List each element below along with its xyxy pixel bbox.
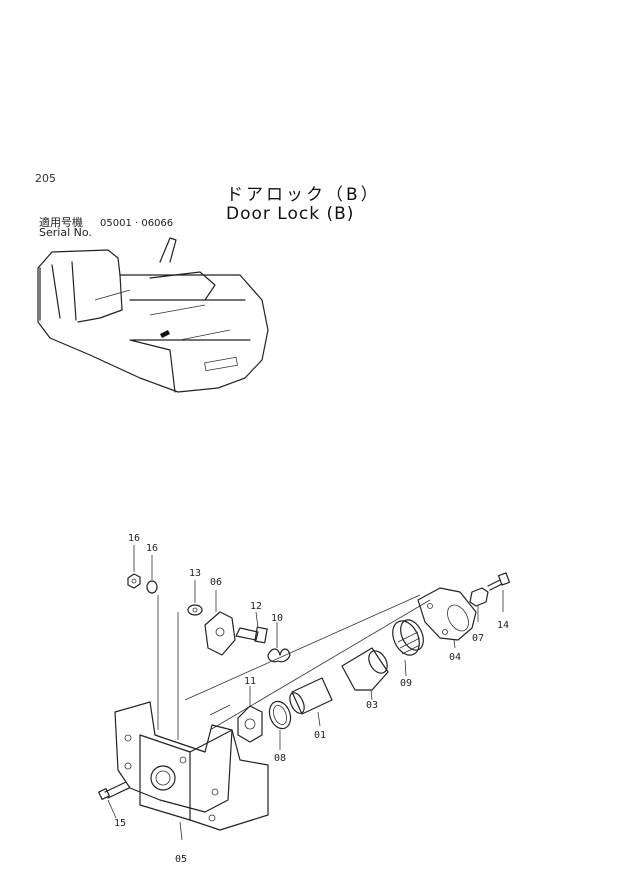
part-12-bolt: [235, 611, 268, 644]
callout-04: 04: [449, 652, 461, 663]
serial-label-english: Serial No.: [39, 226, 92, 239]
page-number: 205: [35, 172, 56, 185]
callout-08: 08: [274, 753, 286, 764]
serial-label-japanese: 適用号機: [39, 216, 83, 229]
callout-16-washer: 16: [146, 543, 158, 554]
part-09-spring-cap: [392, 619, 424, 677]
part-04-cover: [417, 587, 477, 649]
callout-06: 06: [210, 577, 222, 588]
part-08-o-ring: [268, 700, 292, 750]
part-05-bracket: [114, 701, 269, 841]
callout-15: 15: [114, 818, 126, 829]
part-01-cylinder: [289, 677, 333, 727]
assembly-lines: [157, 594, 431, 740]
callout-11: 11: [244, 676, 256, 687]
callout-16-nut: 16: [128, 533, 140, 544]
serial-range: 05001 · 06066: [100, 218, 174, 229]
callout-09: 09: [400, 678, 412, 689]
callout-12: 12: [250, 601, 262, 612]
part-15-bolt: [98, 781, 130, 819]
part-14-screw: [487, 572, 511, 612]
excavator-body-outline: [37, 237, 269, 393]
title-english: Door Lock (B): [226, 204, 355, 224]
callout-labels: 01 03 04 05 06 07 08 09 10 11 12 13 14 1…: [114, 533, 509, 865]
part-10-spring: [267, 622, 291, 663]
part-16-nut-washer: [127, 545, 158, 594]
part-06-latch-plate: [204, 590, 236, 656]
title-japanese: ドアロック（B）: [226, 185, 381, 205]
callout-10: 10: [271, 613, 283, 624]
callout-01: 01: [314, 730, 326, 741]
part-03-housing: [341, 647, 389, 701]
callout-13: 13: [189, 568, 201, 579]
part-13-washer: [187, 580, 203, 616]
callout-14: 14: [497, 620, 509, 631]
callout-05: 05: [175, 854, 187, 865]
part-07-washer: [469, 587, 489, 622]
callout-07: 07: [472, 633, 484, 644]
callout-03: 03: [366, 700, 378, 711]
part-11-lock-body: [237, 686, 263, 743]
